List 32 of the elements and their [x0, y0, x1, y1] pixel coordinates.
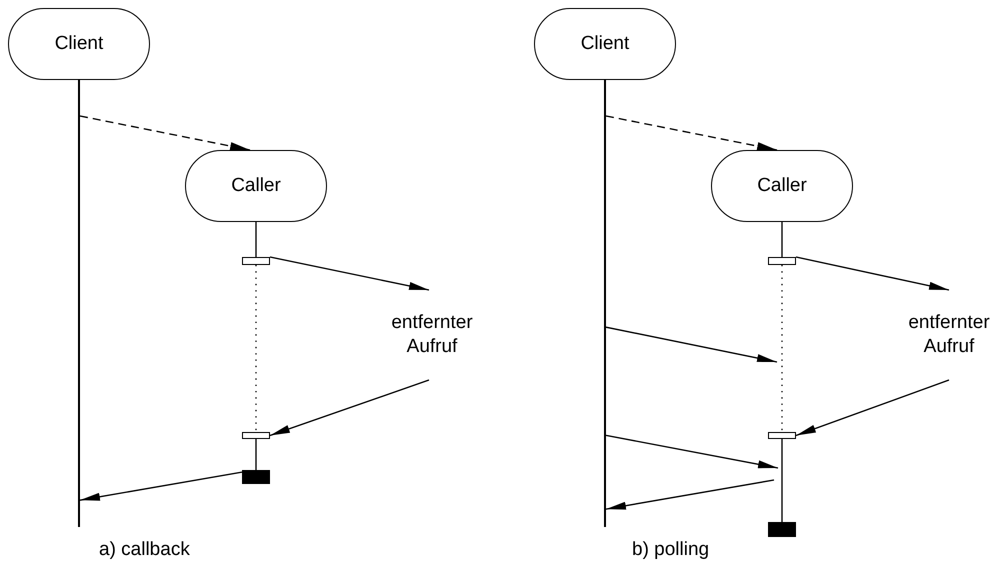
arrow [606, 326, 778, 363]
remote-call-label: entfernter Aufruf [382, 290, 482, 380]
lifeline [78, 80, 80, 527]
object-node: Client [8, 8, 150, 80]
arrow [606, 479, 774, 510]
arrow [796, 256, 950, 291]
lifeline [604, 80, 606, 527]
arrow [270, 379, 430, 436]
lifeline-segment [255, 265, 257, 432]
lifeline-segment [781, 265, 783, 432]
activation-bar [768, 257, 796, 265]
object-node: Caller [185, 150, 327, 222]
arrow [606, 115, 778, 151]
lifeline-segment [781, 222, 783, 257]
panel-caption: b) polling [632, 539, 710, 561]
end-block [242, 470, 270, 484]
arrow [80, 115, 250, 151]
arrow [270, 256, 430, 291]
object-node: Caller [711, 150, 853, 222]
panel-caption: a) callback [99, 539, 190, 561]
activation-bar [768, 432, 796, 439]
lifeline-segment [255, 222, 257, 257]
arrow [80, 471, 242, 501]
remote-call-label: entfernter Aufruf [900, 290, 998, 380]
lifeline-segment [255, 439, 257, 470]
activation-bar [242, 432, 270, 439]
object-node: Client [534, 8, 676, 80]
arrow [606, 434, 778, 469]
end-block [768, 522, 796, 537]
activation-bar [242, 257, 270, 265]
arrow [796, 379, 950, 436]
lifeline-segment [781, 439, 783, 522]
